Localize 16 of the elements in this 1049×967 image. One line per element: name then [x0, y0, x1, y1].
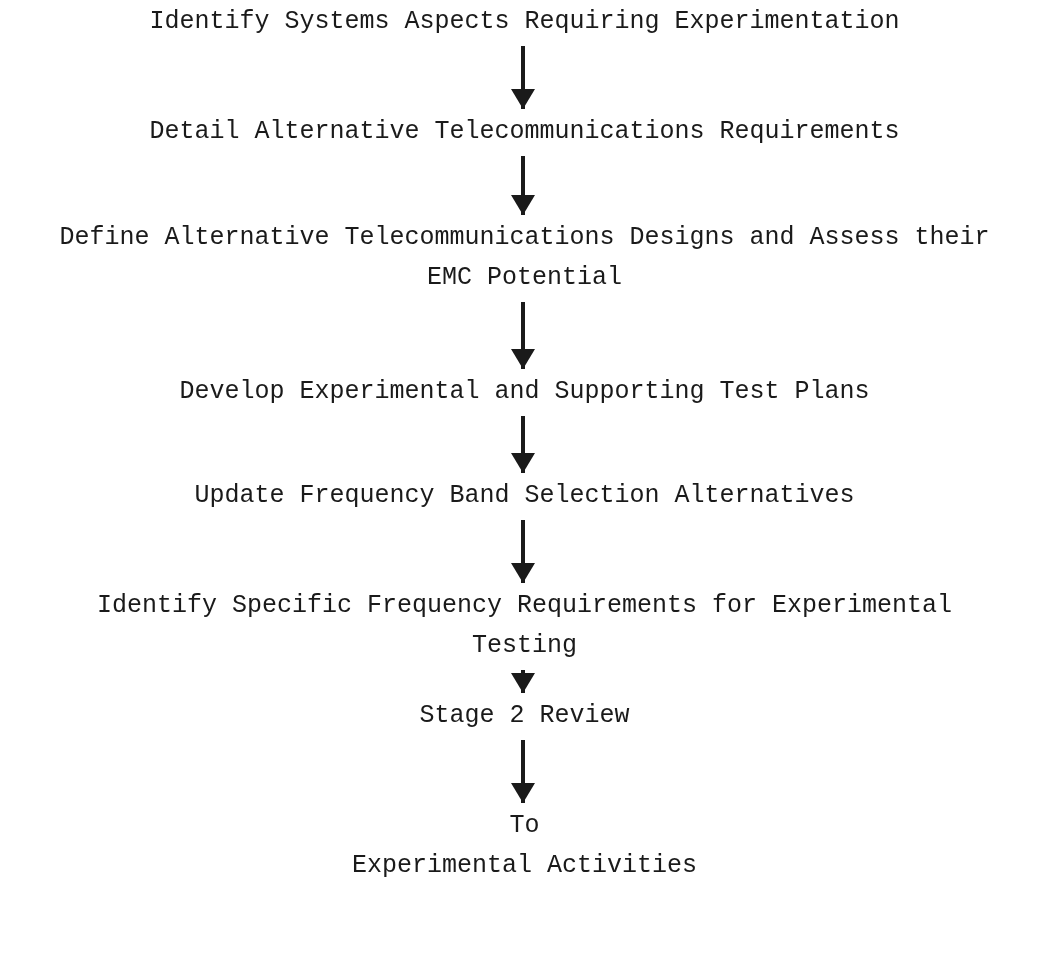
- step-text: Stage 2 Review: [419, 700, 630, 732]
- arrow: [511, 416, 535, 473]
- step-text: Develop Experimental and Supporting Test Plans: [179, 376, 870, 408]
- arrow: [511, 520, 535, 583]
- step-text: Experimental Activities: [351, 850, 698, 882]
- step-text: To: [509, 810, 540, 842]
- arrow: [511, 302, 535, 369]
- step-text: Detail Alternative Telecommunications Requirements: [149, 116, 900, 148]
- arrow: [511, 46, 535, 109]
- arrow: [511, 670, 535, 693]
- arrow: [511, 156, 535, 215]
- step-text: Identify Systems Aspects Requiring Experimentation: [149, 6, 900, 38]
- arrow: [511, 740, 535, 803]
- step-text: Define Alternative Telecommunications Designs and Assess their EMC Potential: [58, 222, 991, 294]
- step-text: Identify Specific Frequency Requirements for Experimental Testing: [95, 590, 954, 662]
- step-text: Update Frequency Band Selection Alternatives: [194, 480, 855, 512]
